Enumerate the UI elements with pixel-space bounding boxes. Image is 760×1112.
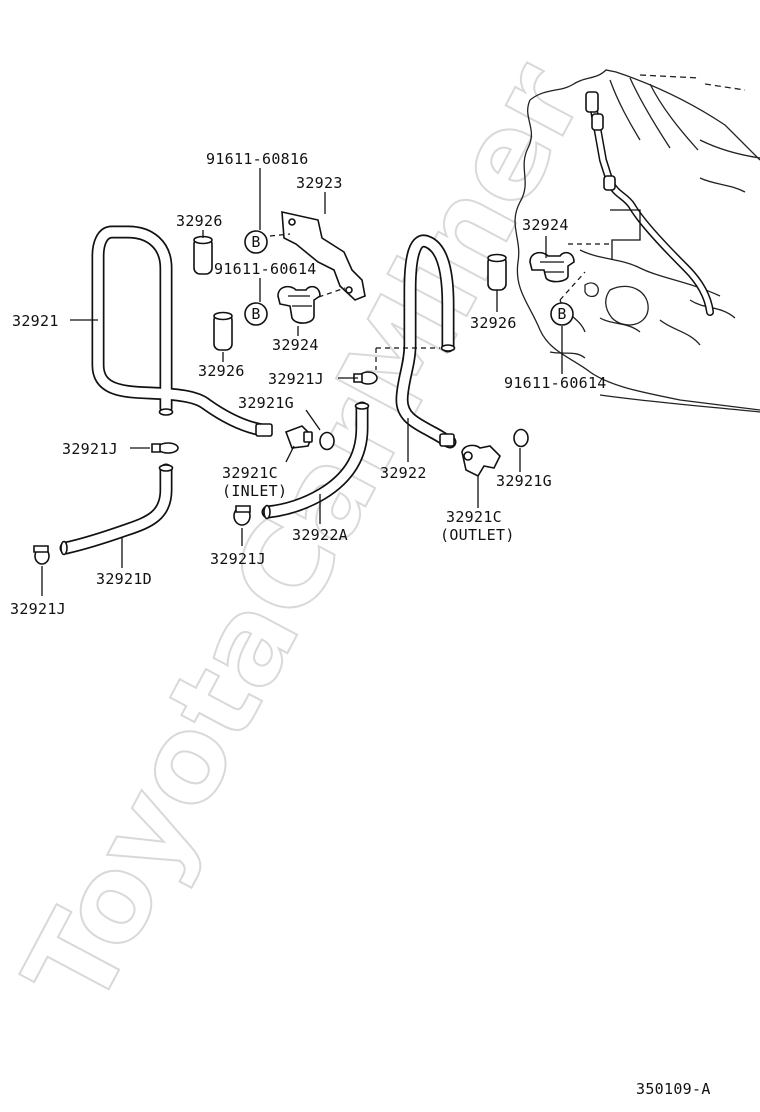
hose-cushion-32926-b	[213, 311, 233, 351]
label-32921J-a: 32921J	[268, 370, 324, 388]
hose-clamp-32921J-c	[233, 505, 251, 526]
label-32921C-inlet: 32921C	[222, 464, 278, 482]
union-32921C-outlet	[461, 444, 501, 478]
clamp-32924-right	[529, 251, 575, 283]
label-32924-a: 32924	[272, 336, 319, 354]
hose-32921	[91, 225, 273, 437]
diagram-code: 350109-A	[636, 1080, 711, 1098]
leader-lines	[41, 168, 563, 596]
svg-text:B: B	[557, 305, 566, 323]
hose-32922A	[261, 401, 370, 520]
engine-side-cooler-pipe	[585, 91, 714, 316]
label-32921: 32921	[12, 312, 59, 330]
bolt-callout-b-1: B	[244, 230, 268, 254]
label-32921J-c: 32921J	[210, 550, 266, 568]
svg-text:B: B	[251, 233, 260, 251]
hose-clamp-32921J-a	[151, 442, 179, 454]
label-32921D: 32921D	[96, 570, 152, 588]
label-91611-60614-a: 91611-60614	[214, 260, 317, 278]
label-32926-b: 32926	[198, 362, 245, 380]
hose-clamp-32921J-b	[353, 371, 378, 385]
label-32921J-b: 32921J	[62, 440, 118, 458]
label-32921G-a: 32921G	[238, 394, 294, 412]
gasket-32921G-a	[319, 431, 335, 451]
svg-text:B: B	[251, 305, 260, 323]
label-32921G-b: 32921G	[496, 472, 552, 490]
label-32924-b: 32924	[522, 216, 569, 234]
gasket-32921G-b	[513, 428, 529, 448]
label-inlet: (INLET)	[222, 482, 287, 500]
label-outlet: (OUTLET)	[440, 526, 515, 544]
clamp-32924-left	[277, 285, 321, 324]
hose-32922	[395, 234, 457, 449]
label-91611-60614-b: 91611-60614	[504, 374, 607, 392]
hose-cushion-32926-c	[487, 253, 507, 291]
union-32921C-inlet	[284, 425, 313, 449]
part-number-labels: 91611-60816 32923 32926 91611-60614 3292…	[10, 150, 711, 1098]
label-91611-60816: 91611-60816	[206, 150, 309, 168]
label-32923: 32923	[296, 174, 343, 192]
label-32921C-outlet: 32921C	[446, 508, 502, 526]
label-32926-a: 32926	[176, 212, 223, 230]
bolt-callout-b-3: B	[550, 302, 574, 326]
label-32922A: 32922A	[292, 526, 348, 544]
label-32922: 32922	[380, 464, 427, 482]
hose-32921D	[59, 463, 174, 556]
hose-cushion-32926-a	[193, 235, 213, 275]
bolt-callout-b-2: B	[244, 302, 268, 326]
label-32926-c: 32926	[470, 314, 517, 332]
bracket-32923	[281, 210, 366, 301]
hose-clamp-32921J-d	[33, 545, 50, 565]
label-32921J-d: 32921J	[10, 600, 66, 618]
